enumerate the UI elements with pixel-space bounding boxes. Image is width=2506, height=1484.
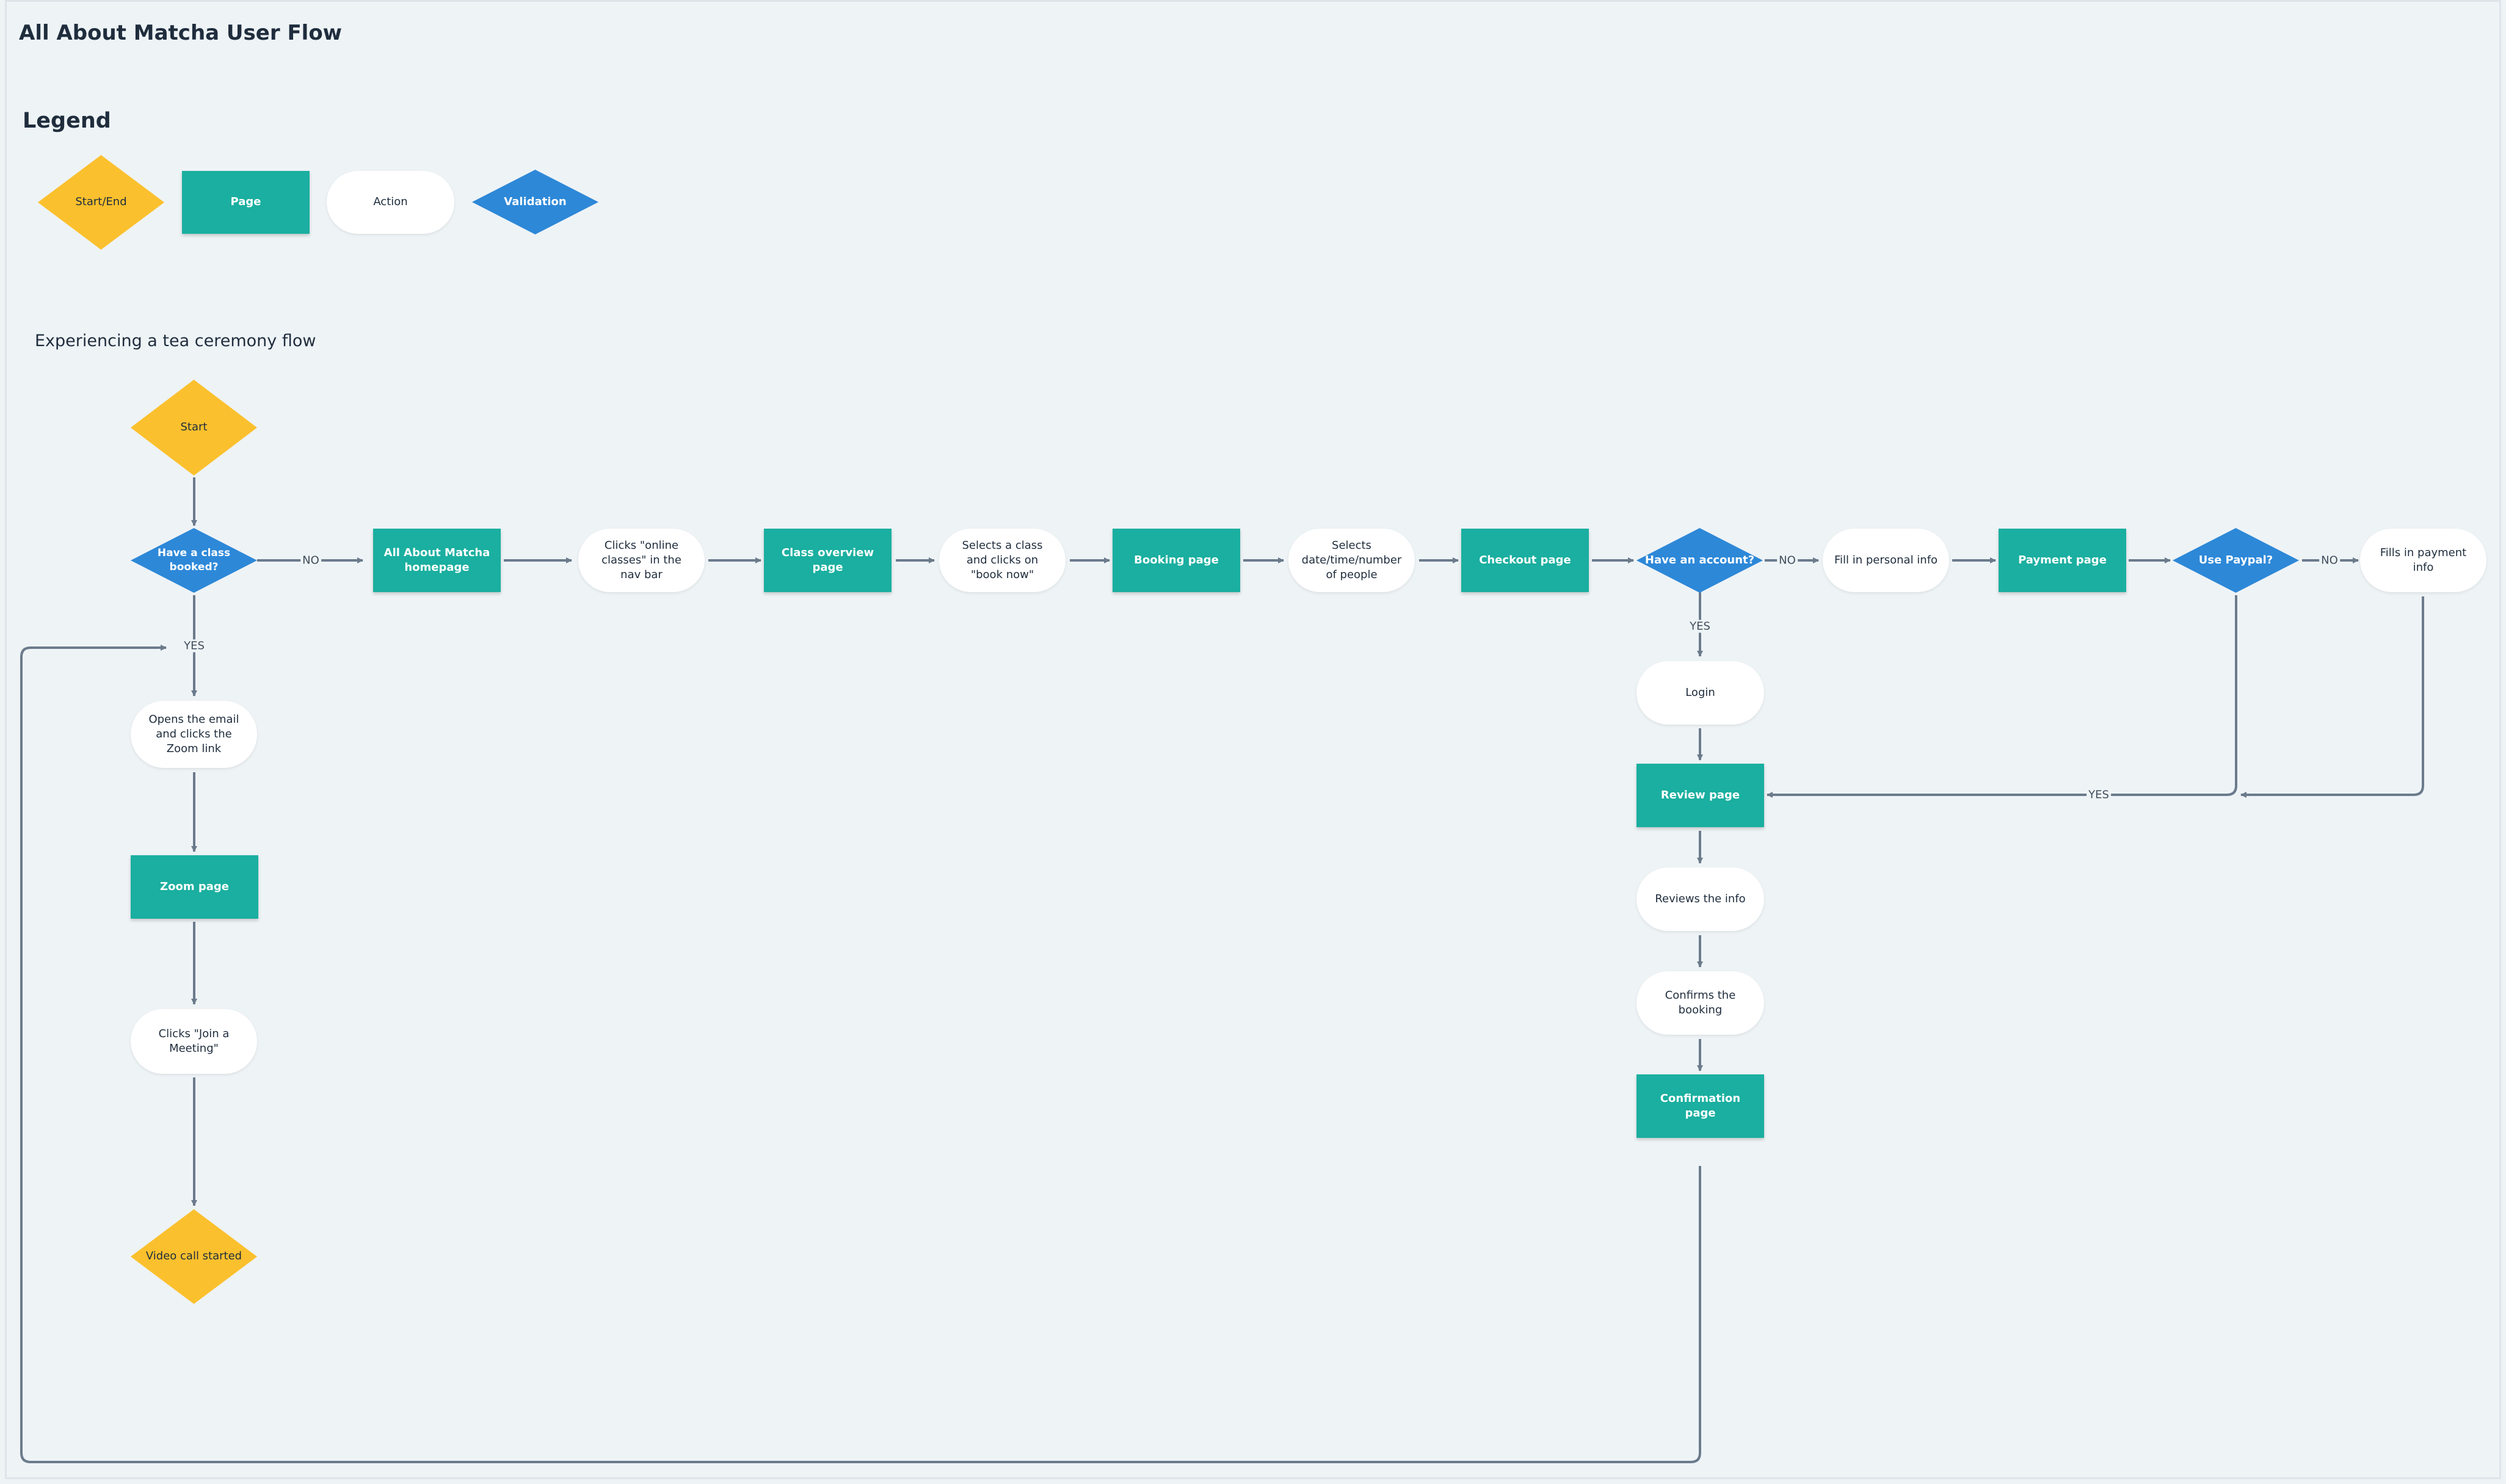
homepage-label: All About Matcha homepage <box>383 546 490 574</box>
legend-action: Action <box>327 171 454 234</box>
fill-personal-info-action: Fill in personal info <box>1823 529 1949 592</box>
selects-class-label: Selects a class and clicks on "book now" <box>962 538 1043 582</box>
confirms-label: Confirms the booking <box>1665 988 1736 1016</box>
have-class-booked-label: Have a class booked? <box>157 547 231 573</box>
confirms-booking-action: Confirms the booking <box>1636 971 1764 1035</box>
legend-title: Legend <box>23 109 111 133</box>
legend-validation-label: Validation <box>504 195 567 208</box>
use-paypal-label: Use Paypal? <box>2198 553 2273 566</box>
edge-label-yes: YES <box>2087 788 2111 802</box>
zoom-page: Zoom page <box>131 855 258 919</box>
fill-personal-label: Fill in personal info <box>1834 553 1938 566</box>
reviews-info-label: Reviews the info <box>1655 892 1746 905</box>
edge-payment-info-to-review <box>2240 596 2424 798</box>
legend-action-label: Action <box>373 195 408 209</box>
clicks-online-classes-action: Clicks "online classes" in the nav bar <box>578 529 705 592</box>
legend-start-end: Start/End <box>38 155 164 250</box>
edge-label-yes: YES <box>1688 620 1712 633</box>
have-account-decision: Have an account? <box>1636 528 1763 593</box>
edge-confirmation-loop-back <box>20 645 1701 1463</box>
review-page: Review page <box>1636 764 1764 827</box>
legend-validation: Validation <box>472 170 598 234</box>
clicks-join-meeting-action: Clicks "Join a Meeting" <box>131 1009 257 1074</box>
login-label: Login <box>1685 686 1715 699</box>
use-paypal-decision: Use Paypal? <box>2173 528 2299 593</box>
checkout-label: Checkout page <box>1479 553 1571 566</box>
zoom-label: Zoom page <box>160 880 229 893</box>
booking-label: Booking page <box>1134 553 1219 566</box>
payment-label: Payment page <box>2018 553 2107 566</box>
edge-label-no: NO <box>1777 554 1798 567</box>
legend-start-end-label: Start/End <box>75 195 127 209</box>
payment-page: Payment page <box>1999 529 2126 592</box>
class-overview-page: Class overview page <box>764 529 892 592</box>
edge-label-yes: YES <box>182 639 206 653</box>
opens-email-action: Opens the email and clicks the Zoom link <box>131 701 257 768</box>
checkout-page: Checkout page <box>1461 529 1589 592</box>
edge-label-no: NO <box>300 554 321 567</box>
opens-email-label: Opens the email and clicks the Zoom link <box>148 712 239 756</box>
video-call-started-end: Video call started <box>131 1209 257 1304</box>
class-overview-label: Class overview page <box>781 546 874 574</box>
video-call-started-label: Video call started <box>145 1250 242 1263</box>
selects-date-action: Selects date/time/number of people <box>1288 529 1415 592</box>
start-label: Start <box>180 421 208 434</box>
fills-payment-info-action: Fills in payment info <box>2360 529 2486 592</box>
edge-label-no: NO <box>2319 554 2340 567</box>
clicks-online-label: Clicks "online classes" in the nav bar <box>601 538 681 582</box>
selects-class-action: Selects a class and clicks on "book now" <box>939 529 1066 592</box>
confirmation-label: Confirmation page <box>1660 1091 1741 1120</box>
login-action: Login <box>1636 661 1764 725</box>
clicks-join-label: Clicks "Join a Meeting" <box>158 1027 230 1055</box>
homepage-page: All About Matcha homepage <box>373 529 501 592</box>
legend-page-label: Page <box>230 195 261 209</box>
fills-payment-label: Fills in payment info <box>2380 546 2467 574</box>
start-node: Start <box>131 380 257 476</box>
confirmation-page: Confirmation page <box>1636 1074 1764 1138</box>
review-label: Review page <box>1660 788 1740 802</box>
page-title: All About Matcha User Flow <box>19 21 343 45</box>
flow-title: Experiencing a tea ceremony flow <box>35 331 316 350</box>
legend-page: Page <box>182 171 310 234</box>
selects-date-label: Selects date/time/number of people <box>1301 538 1402 582</box>
have-account-label: Have an account? <box>1644 553 1755 566</box>
booking-page: Booking page <box>1113 529 1240 592</box>
board-frame <box>5 0 2501 1479</box>
reviews-info-action: Reviews the info <box>1636 867 1764 931</box>
edge-paypal-yes <box>1767 595 2237 798</box>
have-class-booked-decision: Have a class booked? <box>131 528 257 593</box>
